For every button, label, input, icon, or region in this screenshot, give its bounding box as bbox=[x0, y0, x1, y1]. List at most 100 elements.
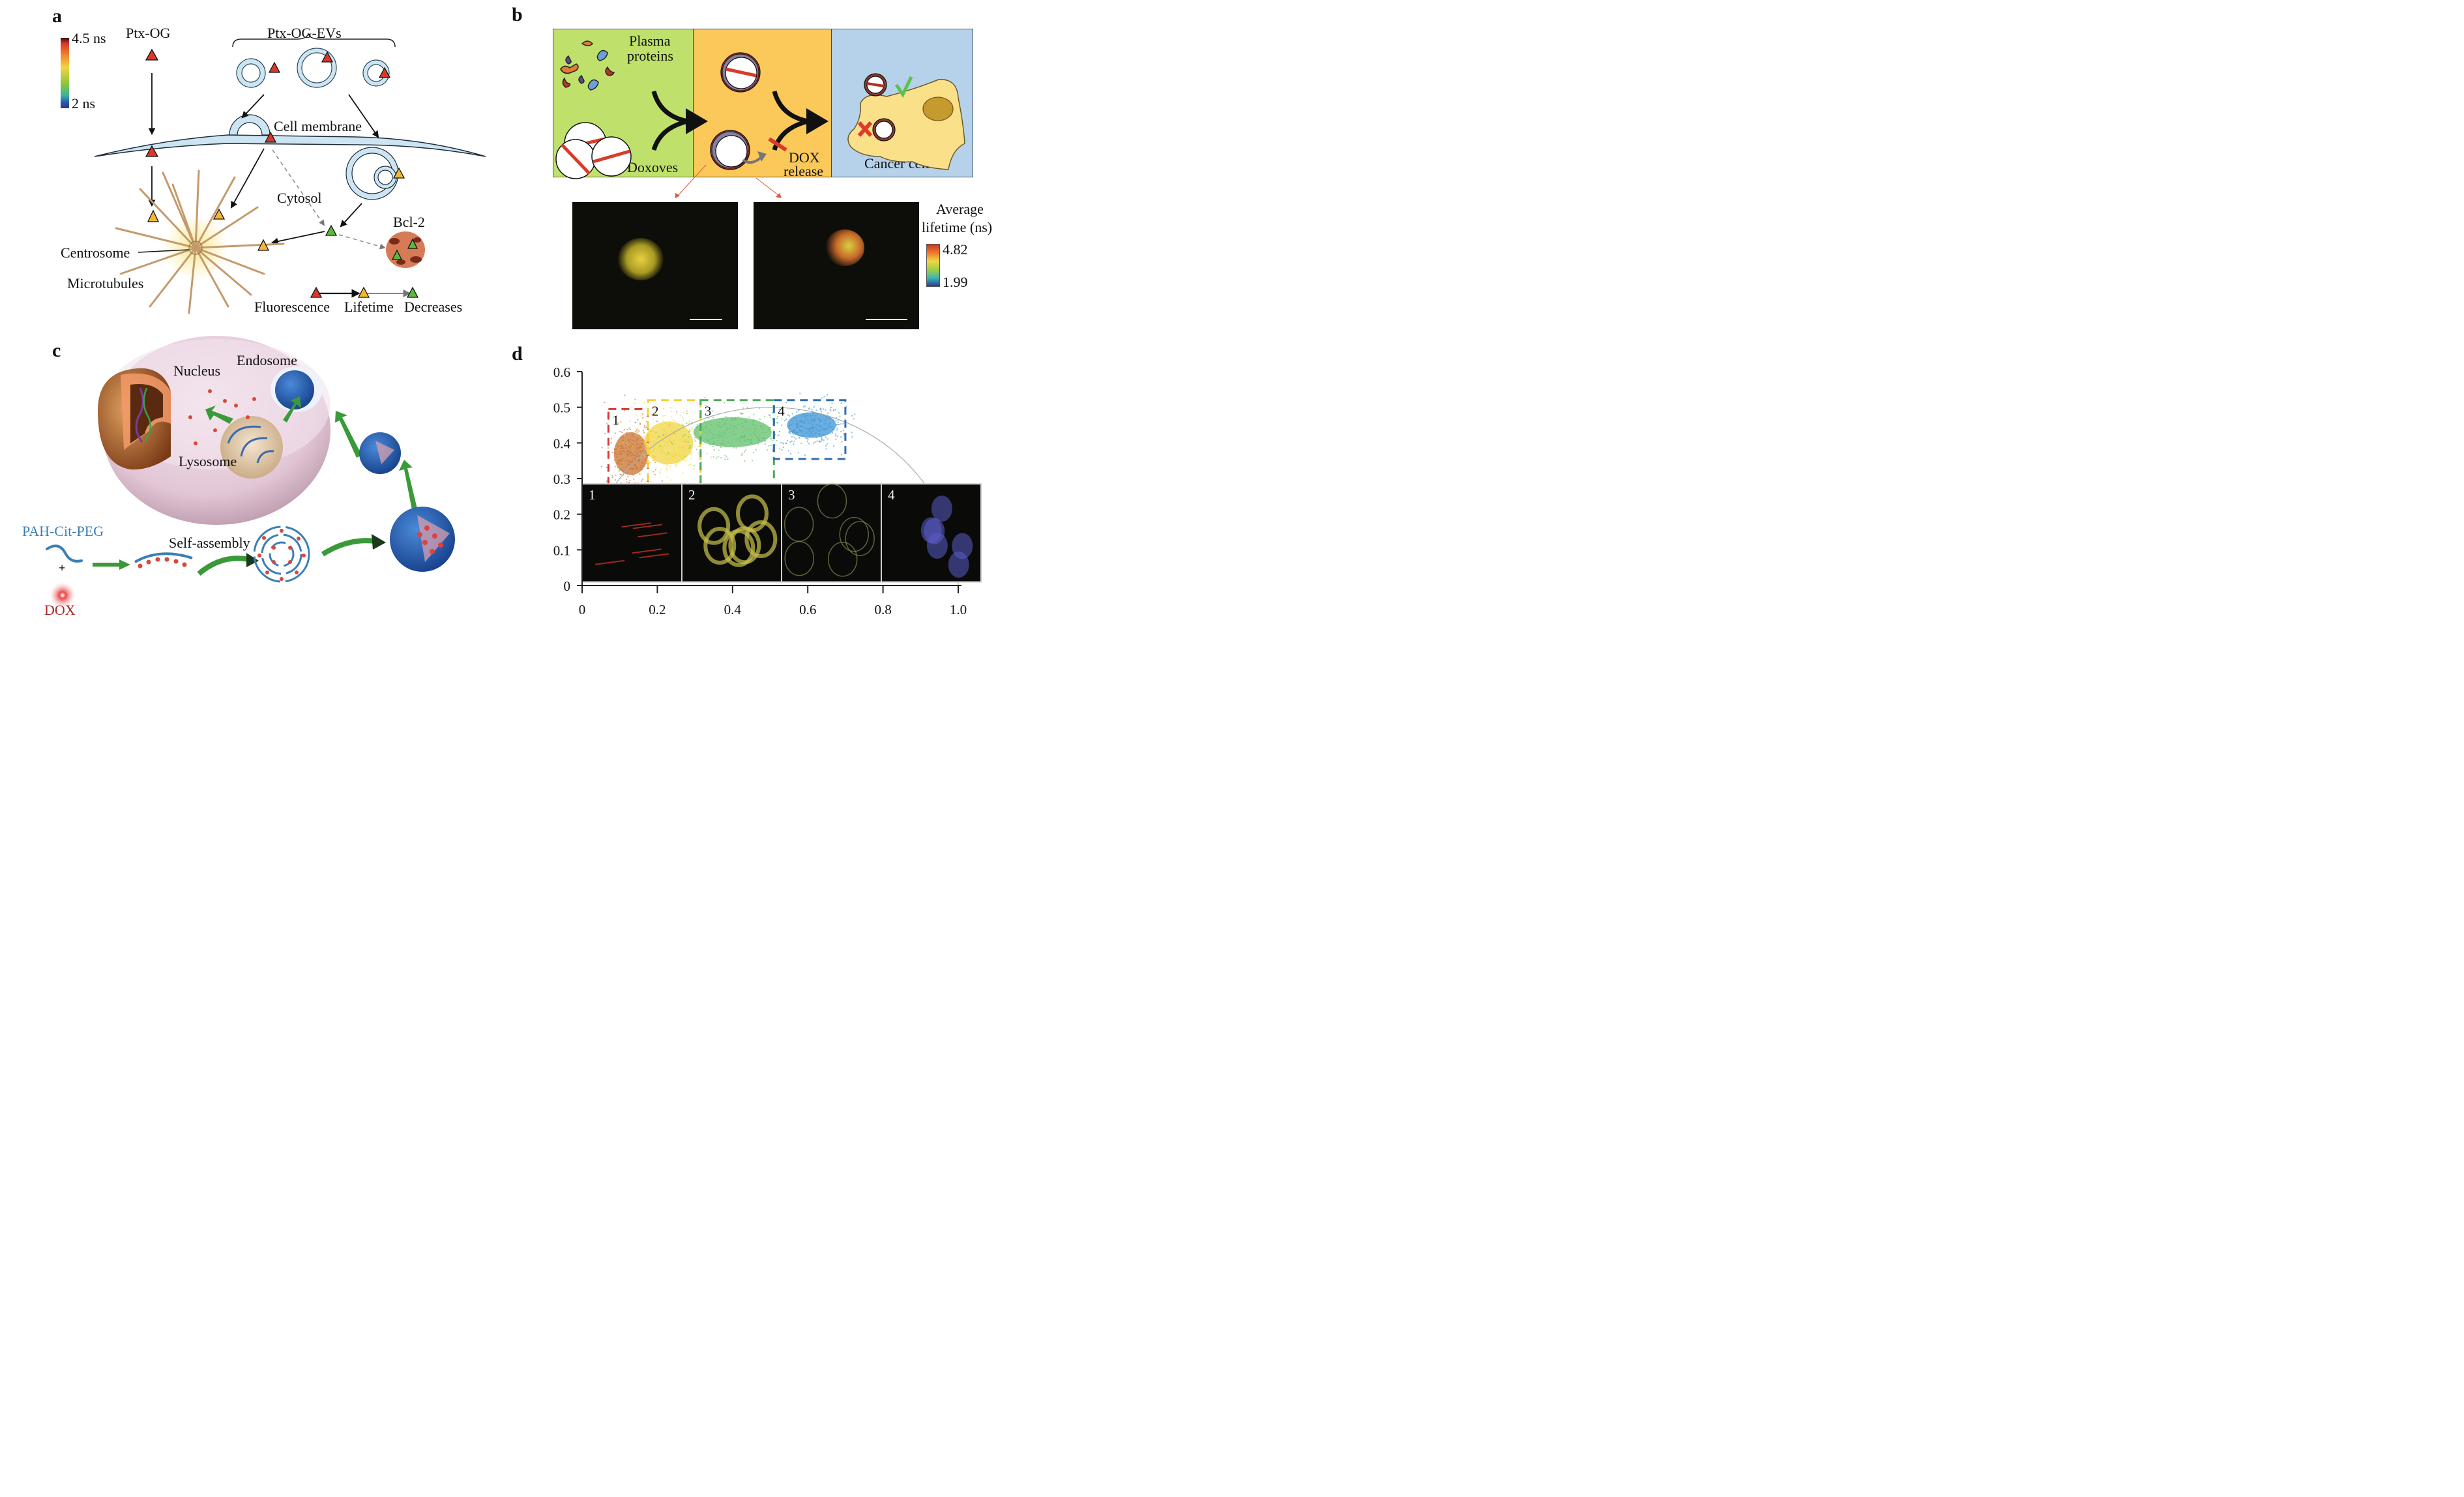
scatter-point bbox=[718, 425, 720, 427]
scatter-point bbox=[654, 474, 656, 476]
scatter-point bbox=[731, 431, 733, 433]
scatter-point bbox=[711, 410, 713, 412]
scatter-point bbox=[837, 424, 839, 426]
scatter-point bbox=[637, 443, 639, 445]
scatter-point bbox=[841, 441, 843, 443]
scatter-point bbox=[635, 434, 637, 436]
scatter-point bbox=[742, 425, 744, 427]
scatter-point bbox=[720, 443, 722, 445]
scatter-point bbox=[800, 419, 802, 421]
scatter-point bbox=[813, 412, 815, 414]
scatter-point bbox=[703, 421, 705, 422]
scatter-point bbox=[713, 449, 715, 451]
scatter-point bbox=[643, 463, 645, 465]
scatter-point bbox=[652, 460, 654, 462]
scatter-point bbox=[670, 434, 672, 436]
scatter-point bbox=[738, 438, 740, 440]
scatter-point bbox=[623, 450, 624, 452]
scatter-point bbox=[664, 421, 666, 423]
inset-feature bbox=[728, 526, 761, 565]
scatter-point bbox=[627, 444, 629, 446]
scatter-point bbox=[621, 431, 623, 433]
scatter-point bbox=[628, 464, 630, 466]
scatter-point bbox=[767, 449, 769, 451]
scatter-point bbox=[691, 428, 693, 430]
scatter-point bbox=[653, 459, 654, 461]
scatter-point bbox=[798, 421, 800, 423]
scatter-point bbox=[682, 457, 684, 459]
scatter-point bbox=[636, 453, 638, 455]
scatter-point bbox=[813, 406, 815, 408]
scatter-point bbox=[814, 441, 816, 443]
scatter-point bbox=[814, 420, 815, 422]
scatter-point bbox=[617, 445, 619, 447]
scatter-point bbox=[790, 424, 792, 426]
scatter-point bbox=[658, 435, 660, 437]
scatter-point bbox=[827, 412, 829, 414]
scatter-point bbox=[619, 451, 621, 452]
scatter-point bbox=[799, 429, 800, 431]
scatter-point bbox=[670, 441, 672, 443]
scatter-point bbox=[707, 440, 709, 442]
scatter-point bbox=[639, 445, 641, 447]
scatter-point bbox=[770, 436, 772, 437]
scatter-point bbox=[689, 445, 691, 447]
y-tick-label: 0.1 bbox=[553, 542, 570, 558]
scatter-point bbox=[678, 424, 680, 426]
scatter-point bbox=[616, 453, 618, 455]
scatter-point bbox=[741, 435, 742, 437]
scatter-point bbox=[622, 439, 624, 441]
scatter-point bbox=[820, 428, 822, 430]
scatter-point bbox=[725, 426, 727, 428]
scatter-point bbox=[648, 454, 650, 456]
proteins-label: proteins bbox=[627, 48, 673, 64]
scatter-point bbox=[629, 421, 631, 422]
scatter-point bbox=[823, 439, 825, 441]
scatter-point bbox=[821, 438, 823, 440]
scatter-point bbox=[684, 455, 686, 457]
scatter-point bbox=[654, 469, 656, 471]
scatter-point bbox=[735, 427, 737, 429]
scatter-point bbox=[758, 438, 760, 440]
scatter-point bbox=[823, 429, 825, 431]
scatter-point bbox=[803, 406, 805, 408]
scatter-point bbox=[601, 466, 603, 467]
scatter-point bbox=[632, 439, 634, 441]
scatter-point bbox=[662, 447, 664, 449]
scatter-point bbox=[787, 414, 789, 416]
scatter-point bbox=[803, 435, 805, 437]
cytosol-label: Cytosol bbox=[277, 190, 322, 206]
gate-label: 3 bbox=[705, 404, 712, 419]
scatter-point bbox=[631, 443, 633, 445]
scatter-point bbox=[646, 421, 648, 422]
scatter-point bbox=[634, 464, 636, 466]
scatter-point bbox=[749, 427, 751, 429]
scatter-point bbox=[799, 435, 800, 437]
scatter-point bbox=[654, 414, 656, 416]
scatter-point bbox=[752, 452, 754, 454]
inset-feature bbox=[827, 542, 858, 577]
scatter-point bbox=[730, 424, 732, 426]
scatter-point bbox=[811, 432, 813, 434]
scatter-point bbox=[819, 440, 821, 442]
avg-lifetime-title-1: Average bbox=[936, 201, 984, 217]
scatter-point bbox=[835, 433, 837, 435]
scatter-point bbox=[777, 422, 779, 424]
scatter-point bbox=[682, 417, 684, 419]
scatter-point bbox=[752, 423, 754, 425]
scatter-point bbox=[682, 419, 684, 421]
scatter-point bbox=[716, 457, 718, 459]
scatter-point bbox=[812, 426, 814, 428]
cell-membrane bbox=[94, 134, 486, 157]
scatter-point bbox=[623, 442, 624, 444]
scatter-point bbox=[837, 421, 839, 423]
scatter-point bbox=[815, 409, 817, 411]
scatter-point bbox=[829, 408, 831, 410]
scatter-point bbox=[788, 425, 790, 427]
scatter-point bbox=[675, 433, 677, 435]
scatter-point bbox=[657, 409, 659, 411]
scatter-point bbox=[706, 421, 708, 423]
scatter-point bbox=[628, 460, 630, 462]
scatter-point bbox=[671, 443, 673, 445]
